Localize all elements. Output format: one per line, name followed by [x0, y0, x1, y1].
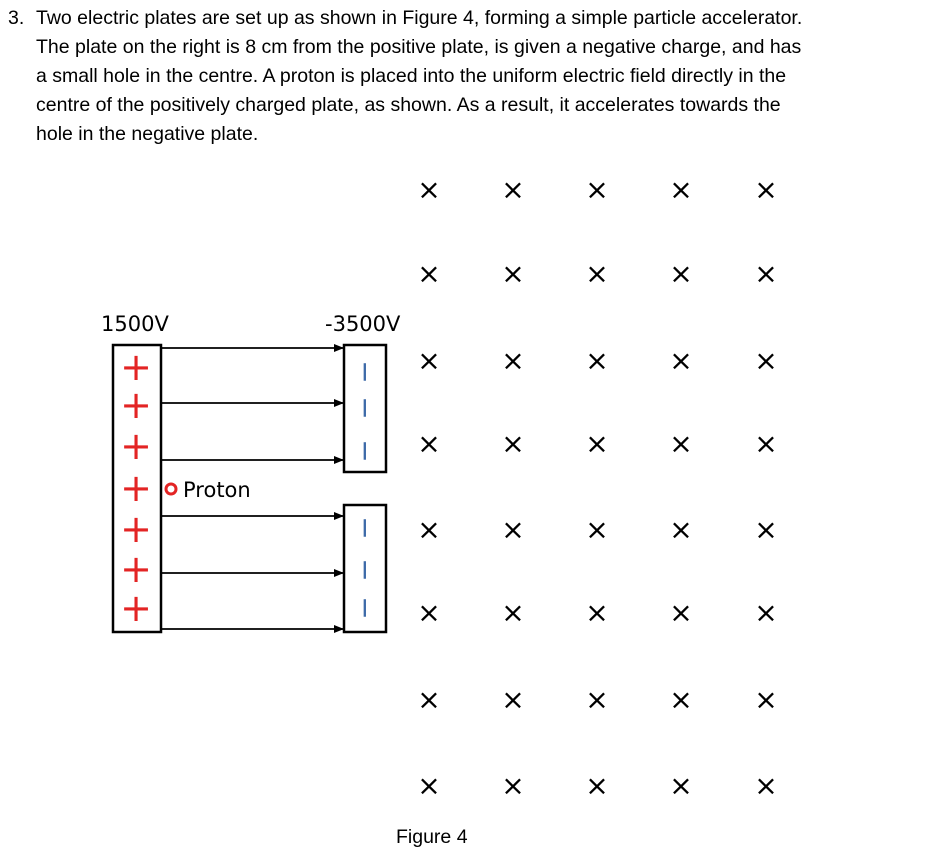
- field-cross: ×: [754, 769, 777, 802]
- plus-sign: +: [120, 507, 152, 551]
- negative-charges: − − − − − −: [349, 360, 382, 619]
- plus-sign: +: [120, 466, 152, 510]
- field-cross: ×: [501, 596, 524, 629]
- field-cross: ×: [585, 596, 608, 629]
- field-cross: ×: [585, 344, 608, 377]
- field-cross: ×: [754, 257, 777, 290]
- positive-plate: [111, 343, 163, 634]
- field-cross: ×: [417, 513, 440, 546]
- field-cross: ×: [417, 257, 440, 290]
- plus-sign: +: [120, 424, 152, 468]
- minus-sign: −: [349, 439, 382, 462]
- field-cross: ×: [669, 173, 692, 206]
- negative-plate-lower: [342, 503, 388, 634]
- field-cross: ×: [754, 344, 777, 377]
- field-cross: ×: [754, 427, 777, 460]
- field-cross: ×: [501, 427, 524, 460]
- field-cross: ×: [501, 513, 524, 546]
- plus-sign: +: [120, 586, 152, 630]
- field-cross: ×: [417, 769, 440, 802]
- minus-sign: −: [349, 396, 382, 419]
- negative-plate-upper: [342, 343, 388, 474]
- field-cross: ×: [417, 173, 440, 206]
- electric-field-lines: [161, 344, 344, 633]
- question-line: a small hole in the centre. A proton is …: [36, 65, 787, 87]
- plus-sign: +: [120, 383, 152, 427]
- field-cross: ×: [669, 427, 692, 460]
- field-cross: ×: [585, 769, 608, 802]
- question-text: Two electric plates are set up as shown …: [36, 4, 896, 149]
- field-cross: ×: [501, 173, 524, 206]
- magnetic-field-crosses: × × × × × × × × × × × × × × × × × × × × × × × × × × × × × × × × × × × × × × × ×: [417, 173, 777, 802]
- question-line: Two electric plates are set up as shown …: [36, 7, 803, 29]
- plus-sign: +: [120, 547, 152, 591]
- field-cross: ×: [754, 683, 777, 716]
- figure-caption: Figure 4: [396, 826, 468, 848]
- field-cross: ×: [669, 683, 692, 716]
- proton-marker: [164, 482, 178, 496]
- question-number: 3.: [8, 7, 25, 29]
- field-cross: ×: [754, 173, 777, 206]
- field-cross: ×: [417, 596, 440, 629]
- field-cross: ×: [585, 427, 608, 460]
- field-cross: ×: [585, 513, 608, 546]
- field-cross: ×: [501, 769, 524, 802]
- proton-label: Proton: [183, 478, 251, 502]
- field-cross: ×: [669, 596, 692, 629]
- field-cross: ×: [417, 683, 440, 716]
- field-cross: ×: [417, 427, 440, 460]
- plus-sign: +: [120, 345, 152, 389]
- field-cross: ×: [501, 683, 524, 716]
- field-cross: ×: [417, 344, 440, 377]
- question-line: centre of the positively charged plate, …: [36, 94, 781, 116]
- field-cross: ×: [501, 344, 524, 377]
- field-cross: ×: [585, 257, 608, 290]
- question-line: hole in the negative plate.: [36, 123, 259, 145]
- field-cross: ×: [754, 596, 777, 629]
- field-cross: ×: [585, 173, 608, 206]
- field-cross: ×: [669, 513, 692, 546]
- question-line: The plate on the right is 8 cm from the …: [36, 36, 802, 58]
- minus-sign: −: [349, 596, 382, 619]
- field-cross: ×: [669, 769, 692, 802]
- positive-charges: +++++++: [120, 345, 152, 630]
- field-cross: ×: [669, 344, 692, 377]
- field-cross: ×: [669, 257, 692, 290]
- field-cross: ×: [585, 683, 608, 716]
- field-cross: ×: [501, 257, 524, 290]
- minus-sign: −: [349, 360, 382, 383]
- field-cross: ×: [754, 513, 777, 546]
- positive-plate-voltage-label: 1500V: [101, 312, 169, 336]
- minus-sign: −: [349, 558, 382, 581]
- minus-sign: −: [349, 516, 382, 539]
- negative-plate-voltage-label: -3500V: [325, 312, 401, 336]
